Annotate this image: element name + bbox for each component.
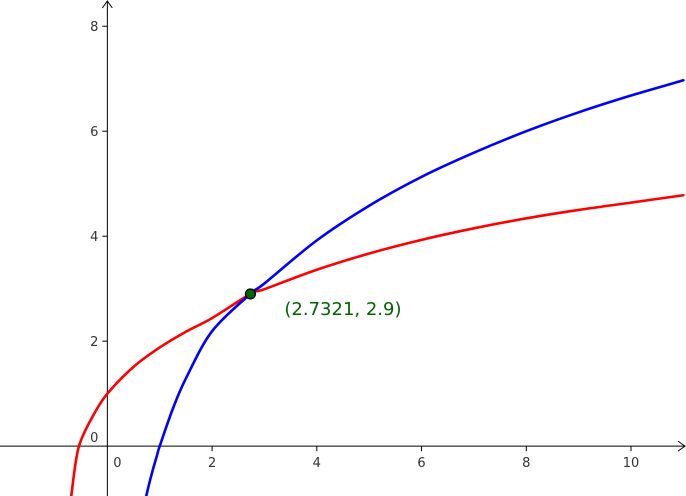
x-tick-label: 8 — [522, 456, 530, 471]
x-tick-label: 4 — [313, 456, 321, 471]
x-tick-label: 2 — [208, 456, 216, 471]
y-tick-label: 2 — [90, 335, 98, 350]
curve-1 — [69, 193, 685, 496]
y-tick-label: 4 — [90, 230, 98, 245]
y-origin-label: 0 — [90, 431, 98, 446]
x-origin-label: 0 — [113, 456, 121, 471]
y-tick-label: 8 — [90, 20, 98, 35]
x-axis-arrow — [677, 440, 686, 452]
x-tick-label: 6 — [417, 456, 425, 471]
intersection-point[interactable] — [244, 288, 257, 300]
y-tick-label: 6 — [90, 125, 98, 140]
intersection-point-label: (2.7321, 2.9) — [284, 299, 401, 320]
x-tick-label: 10 — [623, 456, 640, 471]
y-axis-arrow — [101, 0, 113, 9]
curve-2 — [144, 79, 685, 496]
